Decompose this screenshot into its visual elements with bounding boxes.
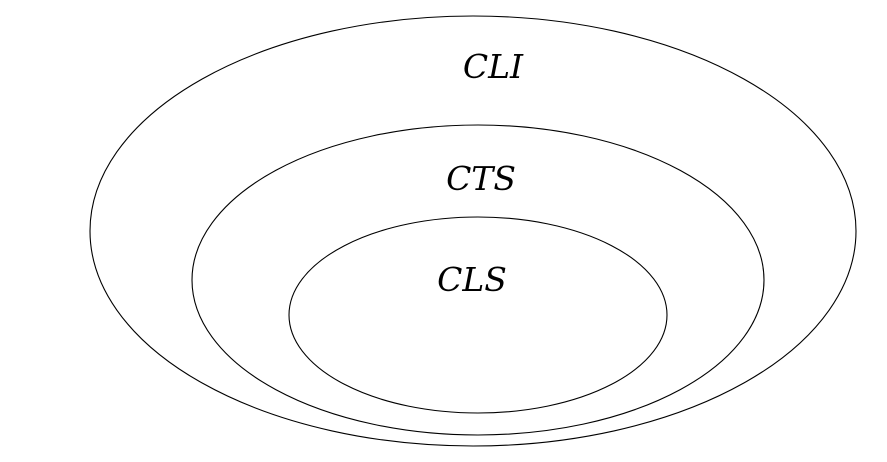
cts-ellipse [191, 124, 765, 436]
cls-ellipse [288, 216, 668, 414]
cls-label: CLS [437, 260, 507, 299]
cts-label: CTS [446, 159, 516, 198]
cli-ellipse [89, 15, 857, 447]
cli-label: CLI [463, 47, 524, 86]
